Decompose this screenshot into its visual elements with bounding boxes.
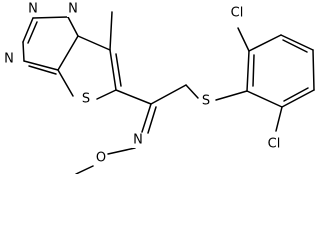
bond-c-oxime-ch2	[150, 84, 187, 105]
bond-c-oxime-n-b	[147, 106, 157, 134]
bond-ar-c3-c4	[280, 34, 314, 51]
bond-ar-inner-3	[283, 87, 309, 102]
bond-ar-c4-c5	[312, 49, 315, 91]
bond-c-oxime-n-a	[141, 103, 152, 133]
bond-ar-c1-c2	[246, 50, 250, 92]
bond-ar-cl-bottom	[275, 106, 283, 132]
bond-ar-cl-top	[237, 27, 250, 52]
atom-cl-top: Cl	[227, 6, 247, 21]
bond-ar-inner-1	[252, 54, 255, 87]
atom-n-oxime: N	[132, 133, 144, 148]
molecule-structure-diagram: N N N S S N O Cl	[2, 1, 315, 174]
atom-s-thioether-label: S	[202, 94, 210, 109]
bond-ch2-s-thioether	[185, 84, 199, 99]
atom-n-oxime-label: N	[133, 133, 143, 148]
bond-c-fused-n-top	[57, 35, 79, 71]
atom-n-ring-top-label: N	[68, 2, 78, 17]
atom-s-thiazole-label: S	[82, 92, 90, 107]
bond-ar-c6-c1	[246, 90, 283, 108]
bond-n-ring-left-c-fused-a	[23, 60, 59, 71]
atom-cl-bottom-label: Cl	[268, 137, 281, 152]
bond-c5-c-oxime	[115, 89, 152, 105]
atom-n-ring-left: N	[2, 51, 14, 67]
atom-n-ring-top: N	[67, 2, 79, 17]
bond-c-n-ring-left	[22, 41, 25, 62]
bond-s-c5	[96, 89, 117, 100]
bond-c-fused-s	[57, 69, 74, 97]
bond-n1-c-double-a	[22, 17, 34, 43]
atom-o-oxime-label: O	[96, 151, 106, 166]
bond-c4-methyl	[109, 11, 113, 51]
atom-labels: N N N S S N O Cl	[2, 2, 284, 166]
atom-n-top-left: N	[27, 2, 39, 17]
bond-n-ring-left-c-fused-b	[28, 65, 57, 75]
bond-c4-n-top	[77, 35, 111, 51]
bond-c4-c5-inner	[115, 53, 122, 87]
bond-ar-inner-2	[282, 39, 308, 53]
atom-o-oxime: O	[95, 150, 107, 166]
bond-n1-n2	[32, 16, 69, 19]
atom-s-thiazole: S	[80, 91, 92, 107]
bond-n-o	[107, 147, 136, 155]
bond-n-top-n1	[67, 16, 79, 37]
atom-n-ring-left-label: N	[4, 52, 14, 67]
bond-c5-c4-a	[109, 49, 117, 91]
bond-n1-c-double-b	[27, 21, 38, 44]
atom-s-thioether: S	[200, 94, 212, 109]
bonds	[22, 11, 315, 174]
bond-ar-c5-c6	[281, 89, 315, 108]
bond-ar-c2-c3	[248, 34, 282, 52]
bond-o-methyl	[75, 165, 94, 174]
atom-cl-bottom: Cl	[264, 136, 284, 152]
atom-cl-top-label: Cl	[231, 6, 244, 21]
atom-n-top-left-label: N	[28, 2, 38, 17]
bond-s-thioether-aryl	[215, 90, 248, 101]
